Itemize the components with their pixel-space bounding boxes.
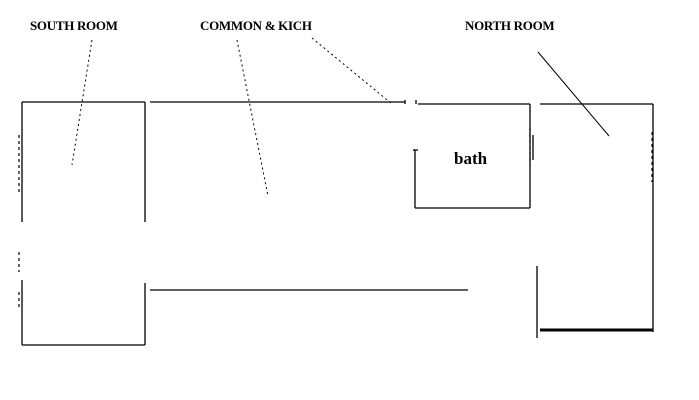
common-pointer <box>236 39 269 197</box>
common-kitchen-label: COMMON & KICH <box>200 18 312 33</box>
south-room-pointer <box>71 39 93 166</box>
kitchen-pointer <box>311 37 393 105</box>
north-room-pointer <box>537 51 610 137</box>
north-room-label: NORTH ROOM <box>465 18 555 33</box>
bath-label: bath <box>454 149 488 168</box>
south-room-label: SOUTH ROOM <box>30 18 118 33</box>
